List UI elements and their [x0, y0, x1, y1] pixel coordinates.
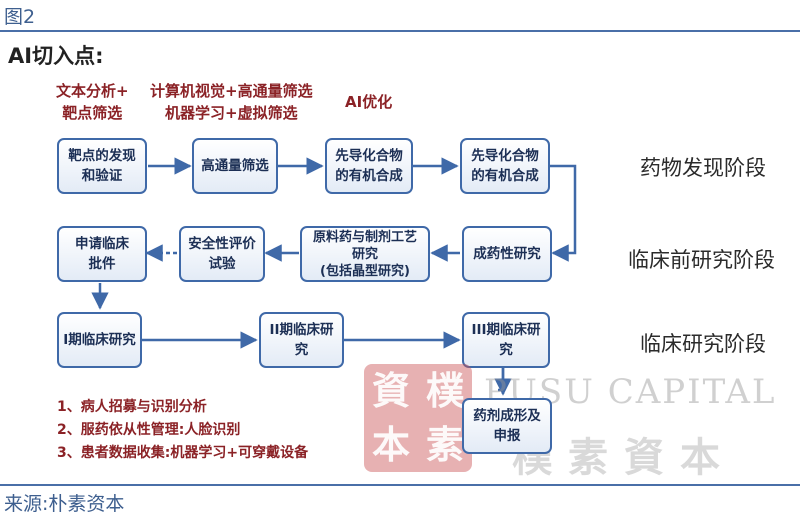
box-druggability: 成药性研究: [462, 226, 552, 282]
box-line: 安全性评价: [188, 236, 256, 252]
box-lead-synthesis-2: 先导化合物 的有机合成: [460, 138, 550, 194]
stage-label-discovery: 药物发现阶段: [640, 156, 766, 180]
seal-char: 樸: [425, 369, 464, 413]
ai-list-item: 1、病人招募与识别分析: [57, 399, 207, 415]
box-line: 先导化合物: [471, 148, 539, 164]
box-line: 药剂成形及: [473, 408, 541, 424]
box-line: 原料药与制剂工艺: [312, 229, 417, 245]
ai-list-item: 3、患者数据收集:机器学习+可穿戴设备: [57, 445, 309, 461]
box-api-formulation: 原料药与制剂工艺 研究 (包括晶型研究): [300, 226, 430, 282]
box-hts: 高通量筛选: [192, 138, 278, 194]
box-line: I期临床研究: [63, 332, 136, 348]
box-line: 成药性研究: [473, 246, 541, 262]
ai-note-text-analysis: 文本分析+ 靶点筛选: [56, 80, 129, 124]
box-line: 试验: [208, 256, 236, 272]
box-target-validation: 靶点的发现 和验证: [57, 138, 147, 194]
box-line: 高通量筛选: [201, 158, 269, 174]
seal-char: 資: [371, 369, 410, 413]
ai-note-line: 机器学习+虚拟筛选: [165, 104, 298, 122]
arrow-lead2-to-druggability: [550, 164, 577, 262]
box-line: 申请临床: [75, 236, 129, 252]
box-line: 靶点的发现: [68, 148, 136, 164]
box-line: III期临床研究: [471, 322, 541, 358]
seal-char: 本: [371, 423, 410, 467]
box-line: 研究: [351, 246, 378, 262]
box-phase1: I期临床研究: [57, 312, 142, 368]
box-line: 的有机合成: [335, 168, 403, 184]
box-line: 申报: [493, 428, 521, 444]
box-lead-synthesis-1: 先导化合物 的有机合成: [325, 138, 413, 194]
box-line: II期临床研究: [269, 322, 334, 358]
watermark-seal: 資 樸 本 素: [364, 364, 472, 472]
box-line: 和验证: [81, 168, 123, 184]
source-note: 来源:朴素资本: [4, 493, 125, 515]
box-clinical-application: 申请临床 批件: [57, 226, 147, 282]
stage-label-clinical: 临床研究阶段: [640, 332, 766, 356]
top-rule: [0, 30, 800, 32]
bottom-rule: [0, 484, 800, 486]
ai-note-line: 计算机视觉+高通量筛选: [150, 82, 313, 100]
box-line: 批件: [88, 256, 116, 272]
stage-label-preclinical: 临床前研究阶段: [628, 248, 775, 272]
ai-note-vision-screening: 计算机视觉+高通量筛选 机器学习+虚拟筛选: [150, 80, 313, 124]
heading: AI切入点:: [8, 44, 104, 68]
ai-note-line: 文本分析+: [56, 82, 129, 100]
box-phase2: II期临床研究: [259, 312, 344, 368]
ai-note-ai-optimization: AI优化: [345, 91, 392, 113]
ai-list-item: 2、服药依从性管理:人脸识别: [57, 422, 241, 438]
box-phase3: III期临床研究: [462, 312, 550, 368]
box-drug-application: 药剂成形及 申报: [462, 398, 552, 454]
box-line: 先导化合物: [335, 148, 403, 164]
ai-note-line: 靶点筛选: [62, 104, 123, 122]
box-line: (包括晶型研究): [320, 263, 410, 279]
seal-char: 素: [425, 423, 464, 467]
figure-label: 图2: [4, 6, 36, 28]
box-line: 的有机合成: [471, 168, 539, 184]
ai-note-line: AI优化: [345, 93, 393, 111]
box-safety-eval: 安全性评价 试验: [179, 226, 265, 282]
